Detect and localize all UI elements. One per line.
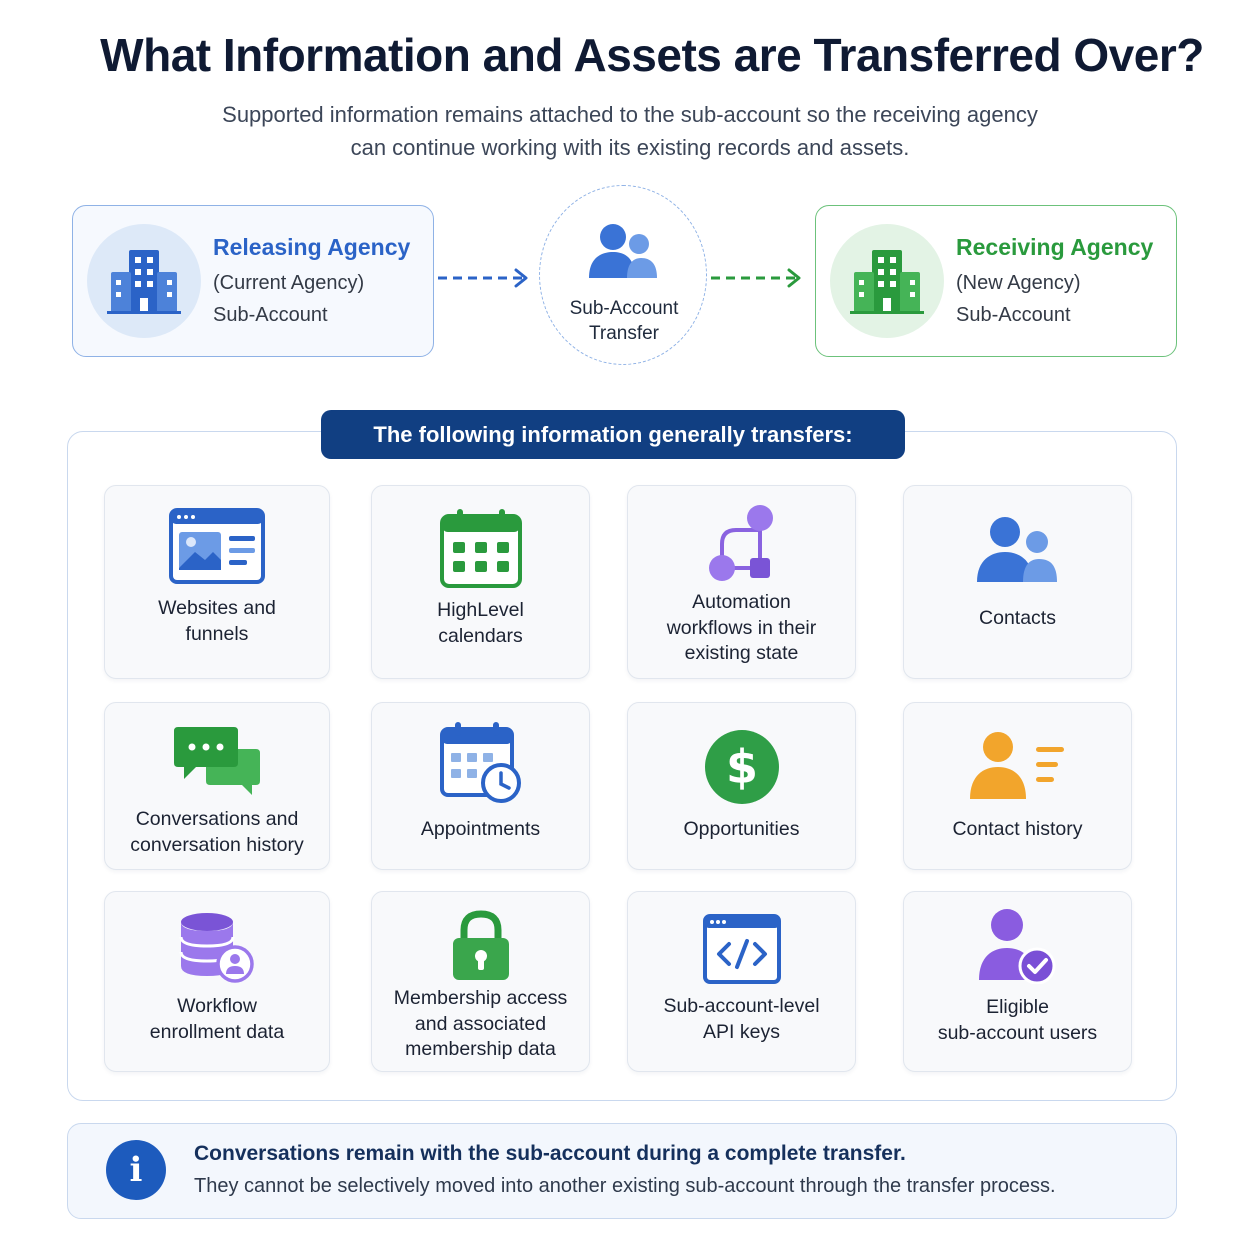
receiving-agency-name: Receiving Agency xyxy=(956,234,1154,260)
item-label-line: workflows in their xyxy=(666,616,817,639)
svg-text:$: $ xyxy=(725,740,757,794)
code-icon xyxy=(702,914,781,984)
contacts-icon xyxy=(976,517,1057,582)
transfer-item-contact-history: Contact history xyxy=(903,702,1132,870)
item-label-line: funnels xyxy=(185,622,249,645)
item-label-line: conversation history xyxy=(130,833,304,856)
item-label-line: API keys xyxy=(703,1020,780,1043)
transfers-banner: The following information generally tran… xyxy=(321,410,905,459)
transfer-item-users: Eligible sub-account users xyxy=(903,891,1132,1072)
item-label-line: Opportunities xyxy=(683,818,800,840)
transfer-item-websites: Websites and funnels xyxy=(104,485,330,679)
database-user-icon xyxy=(179,913,254,983)
item-label-line: Sub-account-level xyxy=(663,995,820,1017)
contact-history-icon xyxy=(969,732,1064,799)
page-title: What Information and Assets are Transfer… xyxy=(100,29,1204,81)
subtitle-line: can continue working with its existing r… xyxy=(350,135,910,160)
item-label-line: enrollment data xyxy=(149,1020,285,1043)
hub-label-line: Transfer xyxy=(588,323,660,344)
info-note: i Conversations remain with the sub-acco… xyxy=(67,1123,1177,1219)
transfer-item-conversations: Conversations and conversation history xyxy=(104,702,330,870)
verified-user-icon xyxy=(978,909,1055,984)
releasing-agency-name: Releasing Agency xyxy=(213,234,411,260)
releasing-agency-subtitle: (Current Agency) xyxy=(213,272,365,294)
transfer-item-automation: Automation workflows in their existing s… xyxy=(627,485,856,679)
item-label-line: calendars xyxy=(438,624,523,647)
transfer-item-appointments: Appointments xyxy=(371,702,590,870)
item-label-line: Appointments xyxy=(420,818,541,840)
item-label-line: Websites and xyxy=(158,597,276,619)
receiving-agency-type: Sub-Account xyxy=(956,304,1071,326)
item-label-line: Contacts xyxy=(979,607,1056,629)
releasing-agency-type: Sub-Account xyxy=(213,304,328,326)
website-icon xyxy=(169,508,265,584)
hub-label-line: Sub-Account xyxy=(569,298,679,319)
arrow-right-icon xyxy=(438,268,528,288)
item-label-line: Membership access xyxy=(393,987,568,1009)
building-icon xyxy=(87,224,201,338)
appointment-icon xyxy=(439,722,521,803)
note-heading: Conversations remain with the sub-accoun… xyxy=(194,1142,906,1165)
item-label-line: existing state xyxy=(684,642,799,664)
calendar-icon xyxy=(439,509,522,588)
dollar-icon: $ xyxy=(704,730,779,804)
building-icon xyxy=(830,224,944,338)
item-label-line: membership data xyxy=(405,1038,556,1060)
receiving-agency-subtitle: (New Agency) xyxy=(956,272,1081,294)
transfer-hub: Sub-Account Transfer xyxy=(539,185,707,365)
item-label-line: Eligible xyxy=(986,996,1049,1018)
transfer-item-membership: Membership access and associated members… xyxy=(371,891,590,1072)
arrow-right-icon xyxy=(711,268,801,288)
hub-label: Sub-Account Transfer xyxy=(540,296,708,346)
receiving-agency-card: Receiving Agency (New Agency) Sub-Accoun… xyxy=(815,205,1177,357)
workflow-icon xyxy=(708,505,773,581)
item-label-line: Conversations and xyxy=(135,808,299,830)
releasing-agency-card: Releasing Agency (Current Agency) Sub-Ac… xyxy=(72,205,434,357)
transfer-item-opportunities: $ Opportunities xyxy=(627,702,856,870)
chat-icon xyxy=(174,727,260,795)
subtitle-line: Supported information remains attached t… xyxy=(222,102,1038,127)
item-label-line: Automation xyxy=(692,591,791,613)
note-body: They cannot be selectively moved into an… xyxy=(194,1175,1056,1197)
item-label-line: sub-account users xyxy=(937,1021,1098,1044)
item-label-line: and associated xyxy=(414,1012,547,1035)
item-label-line: HighLevel xyxy=(437,599,524,621)
item-label-line: Workflow xyxy=(177,995,257,1017)
transfer-item-calendars: HighLevel calendars xyxy=(371,485,590,679)
item-label-line: Contact history xyxy=(952,818,1083,840)
transfer-item-workflow-enrollment: Workflow enrollment data xyxy=(104,891,330,1072)
transfer-item-api-keys: Sub-account-level API keys xyxy=(627,891,856,1072)
page-subtitle: Supported information remains attached t… xyxy=(150,98,1110,164)
transfer-item-contacts: Contacts xyxy=(903,485,1132,679)
info-icon: i xyxy=(106,1140,166,1200)
lock-icon xyxy=(452,910,509,980)
users-icon xyxy=(589,224,657,278)
